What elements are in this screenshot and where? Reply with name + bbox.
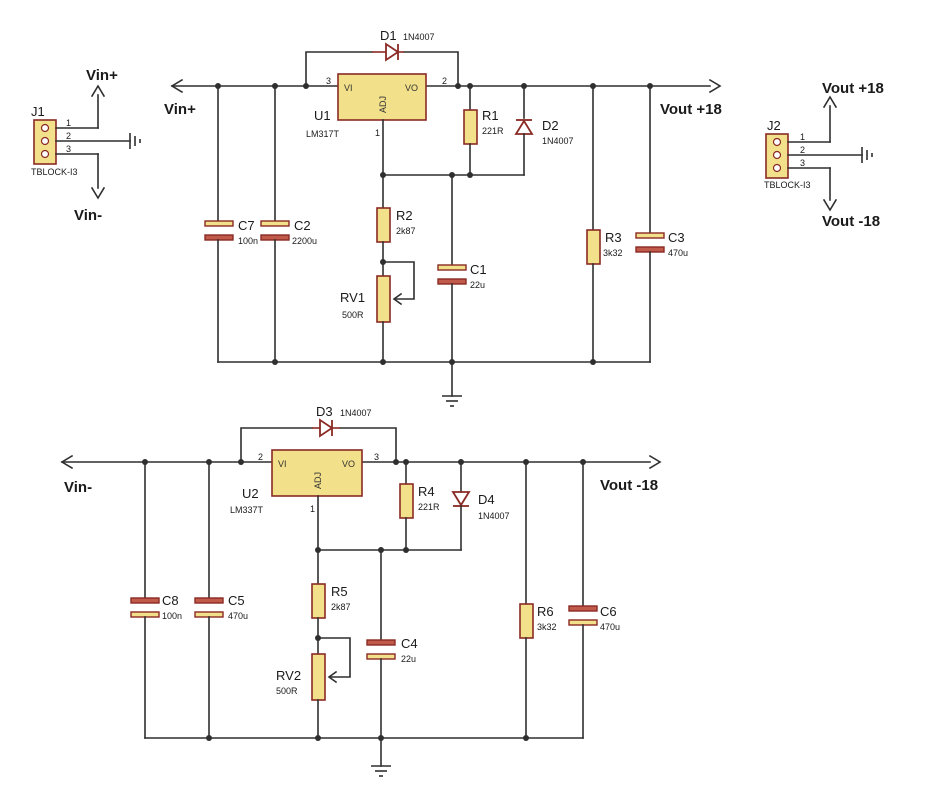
u2-pin-vi: 2 — [258, 452, 263, 462]
c8-ref: C8 — [162, 593, 179, 608]
d4-value: 1N4007 — [478, 511, 510, 521]
u2-vi: VI — [278, 459, 287, 469]
d1-ref: D1 — [380, 28, 397, 43]
c5-ref: C5 — [228, 593, 245, 608]
j1-pin-1: 1 — [66, 118, 71, 128]
c2-ref: C2 — [294, 218, 311, 233]
u1-vi: VI — [344, 83, 353, 93]
r2-value: 2k87 — [396, 226, 416, 236]
r1-ref: R1 — [482, 108, 499, 123]
c4-value: 22u — [401, 654, 416, 664]
d1-value: 1N4007 — [403, 32, 435, 42]
j2-pin-2: 2 — [800, 145, 805, 155]
j2-model: TBLOCK-I3 — [764, 180, 811, 190]
r2-ref: R2 — [396, 208, 413, 223]
u1-pin-vo: 2 — [442, 76, 447, 86]
top-output-label: Vout +18 — [660, 101, 722, 118]
c6-ref: C6 — [600, 604, 617, 619]
u1-pin-adj: 1 — [375, 128, 380, 138]
c3-value: 470u — [668, 248, 688, 258]
u1-pin-vi: 3 — [326, 76, 331, 86]
r4-value: 221R — [418, 502, 440, 512]
d4-ref: D4 — [478, 492, 495, 507]
d3-ref: D3 — [316, 404, 333, 419]
j2-ref: J2 — [767, 118, 781, 133]
c4-ref: C4 — [401, 636, 418, 651]
c1-ref: C1 — [470, 262, 487, 277]
r3-ref: R3 — [605, 230, 622, 245]
top-regulator-circuit: VI VO ADJ 3 2 1 U1 LM317T — [164, 28, 722, 407]
u2-ref: U2 — [242, 486, 259, 501]
j1-top-label: Vin+ — [86, 67, 118, 84]
r3-value: 3k32 — [603, 248, 623, 258]
c7-value: 100n — [238, 236, 258, 246]
rv1-value: 500R — [342, 310, 364, 320]
u2-vo: VO — [342, 459, 355, 469]
bottom-input-label: Vin- — [64, 479, 92, 496]
u2-model: LM337T — [230, 505, 264, 515]
r6-ref: R6 — [537, 604, 554, 619]
c8-value: 100n — [162, 611, 182, 621]
u1-model: LM317T — [306, 129, 340, 139]
r5-ref: R5 — [331, 584, 348, 599]
r1-value: 221R — [482, 126, 504, 136]
bottom-output-label: Vout -18 — [600, 477, 658, 494]
j1-pin-3: 3 — [66, 144, 71, 154]
u1-vo: VO — [405, 83, 418, 93]
c6-value: 470u — [600, 622, 620, 632]
j2-bottom-label: Vout -18 — [822, 213, 880, 230]
rv2-ref: RV2 — [276, 668, 301, 683]
u2-adj: ADJ — [313, 472, 323, 489]
r4-ref: R4 — [418, 484, 435, 499]
j1-pin-2: 2 — [66, 131, 71, 141]
c2-value: 2200u — [292, 236, 317, 246]
d2-ref: D2 — [542, 118, 559, 133]
j2-pin-3: 3 — [800, 158, 805, 168]
c5-value: 470u — [228, 611, 248, 621]
u1-adj: ADJ — [378, 96, 388, 113]
c1-value: 22u — [470, 280, 485, 290]
connector-j2: 1 2 3 J2 TBLOCK-I3 Vout +18 Vout -18 — [764, 80, 884, 230]
j1-model: TBLOCK-I3 — [31, 167, 78, 177]
c7-ref: C7 — [238, 218, 255, 233]
j1-bottom-label: Vin- — [74, 207, 102, 224]
u2-pin-vo: 3 — [374, 452, 379, 462]
j1-ref: J1 — [31, 104, 45, 119]
r5-value: 2k87 — [331, 602, 351, 612]
u2-pin-adj: 1 — [310, 504, 315, 514]
d3-value: 1N4007 — [340, 408, 372, 418]
rv1-ref: RV1 — [340, 290, 365, 305]
j2-pin-1: 1 — [800, 132, 805, 142]
rv2-value: 500R — [276, 686, 298, 696]
u1-ref: U1 — [314, 108, 331, 123]
bottom-regulator-circuit: VI VO ADJ 2 3 1 U2 LM337T — [60, 404, 662, 777]
r6-value: 3k32 — [537, 622, 557, 632]
top-input-label: Vin+ — [164, 101, 196, 118]
c3-ref: C3 — [668, 230, 685, 245]
d2-value: 1N4007 — [542, 136, 574, 146]
connector-j1: 1 2 3 J1 TBLOCK-I3 Vin+ Vin- — [31, 67, 141, 224]
u2-body — [271, 449, 363, 497]
j2-top-label: Vout +18 — [822, 80, 884, 97]
u1-body — [337, 73, 427, 121]
